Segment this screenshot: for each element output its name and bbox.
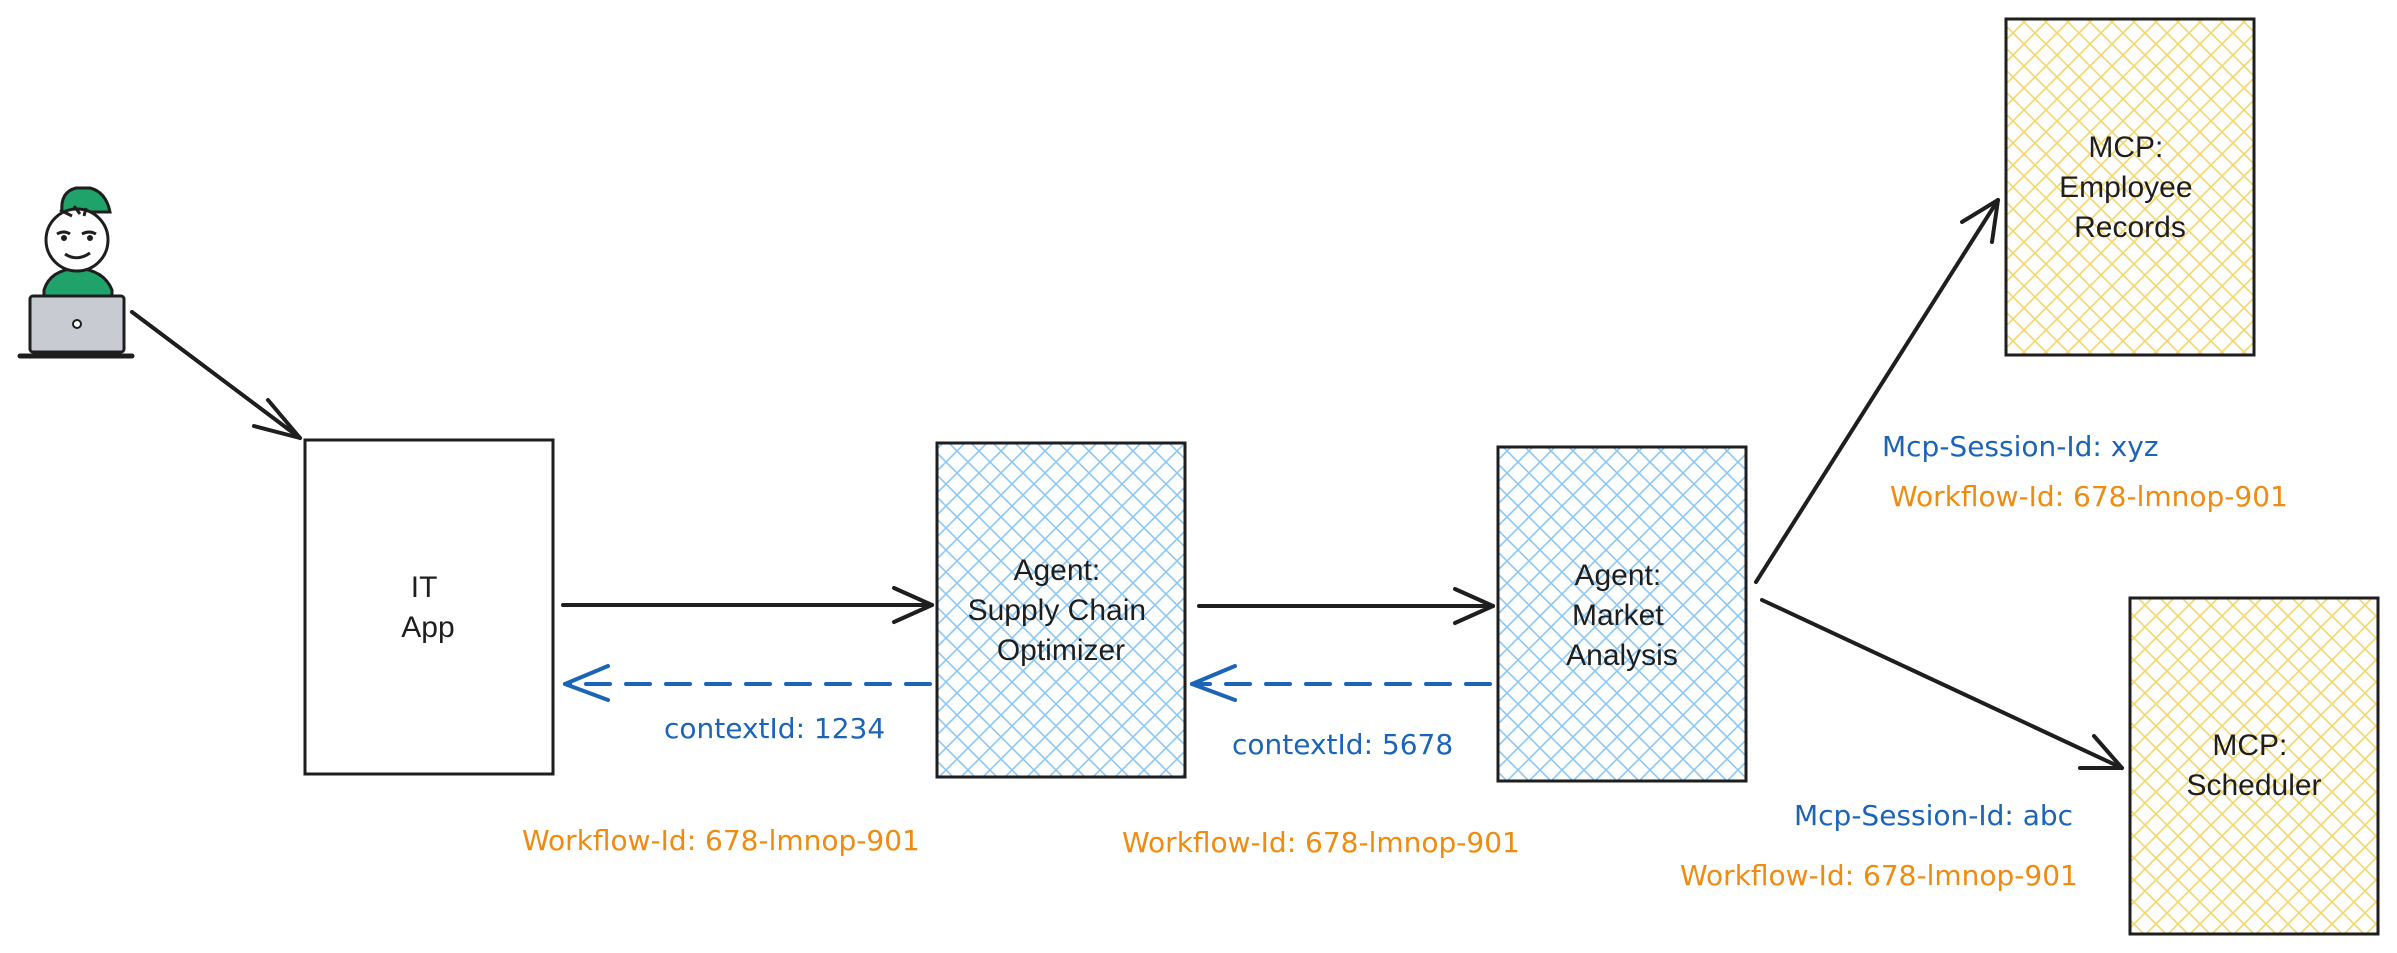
arrow-market-to-scheduler	[1760, 598, 2124, 770]
arrow-it-app-to-supply-chain	[561, 586, 934, 624]
mcp-employee-records-label: MCP: Employee Records	[2059, 131, 2201, 244]
workflow-id-label-1: Workflow-Id: 678-lmnop-901	[522, 824, 920, 857]
mcp-session-id-label-employee: Mcp-Session-Id: xyz	[1882, 430, 2159, 463]
supply-chain-agent-label: Agent: Supply Chain Optimizer	[968, 554, 1155, 667]
context-id-label-2: contextId: 5678	[1232, 728, 1453, 761]
dashed-return-arrow-to-supply-chain	[1190, 664, 1492, 702]
workflow-id-label-scheduler: Workflow-Id: 678-lmnop-901	[1680, 859, 2078, 892]
mcp-employee-records-box: MCP: Employee Records	[2004, 17, 2256, 357]
mcp-session-id-label-scheduler: Mcp-Session-Id: abc	[1794, 799, 2073, 832]
mcp-scheduler-label: MCP: Scheduler	[2186, 729, 2321, 802]
it-app-box: IT App	[303, 438, 555, 776]
user-with-laptop-icon	[17, 186, 135, 359]
dashed-return-arrow-to-it-app	[563, 664, 932, 702]
context-id-label-1: contextId: 1234	[664, 712, 885, 745]
market-analysis-agent-box: Agent: Market Analysis	[1496, 445, 1748, 783]
workflow-id-label-2: Workflow-Id: 678-lmnop-901	[1122, 826, 1520, 859]
arrow-supply-chain-to-market	[1197, 587, 1495, 625]
supply-chain-agent-box: Agent: Supply Chain Optimizer	[935, 441, 1187, 779]
mcp-scheduler-box: MCP: Scheduler	[2128, 596, 2380, 936]
workflow-id-label-employee: Workflow-Id: 678-lmnop-901	[1890, 480, 2288, 513]
it-app-label: IT App	[401, 571, 454, 644]
arrow-user-to-it-app	[130, 310, 302, 440]
market-analysis-agent-label: Agent: Market Analysis	[1566, 559, 1678, 672]
arrow-market-to-employee-records	[1754, 198, 2000, 584]
